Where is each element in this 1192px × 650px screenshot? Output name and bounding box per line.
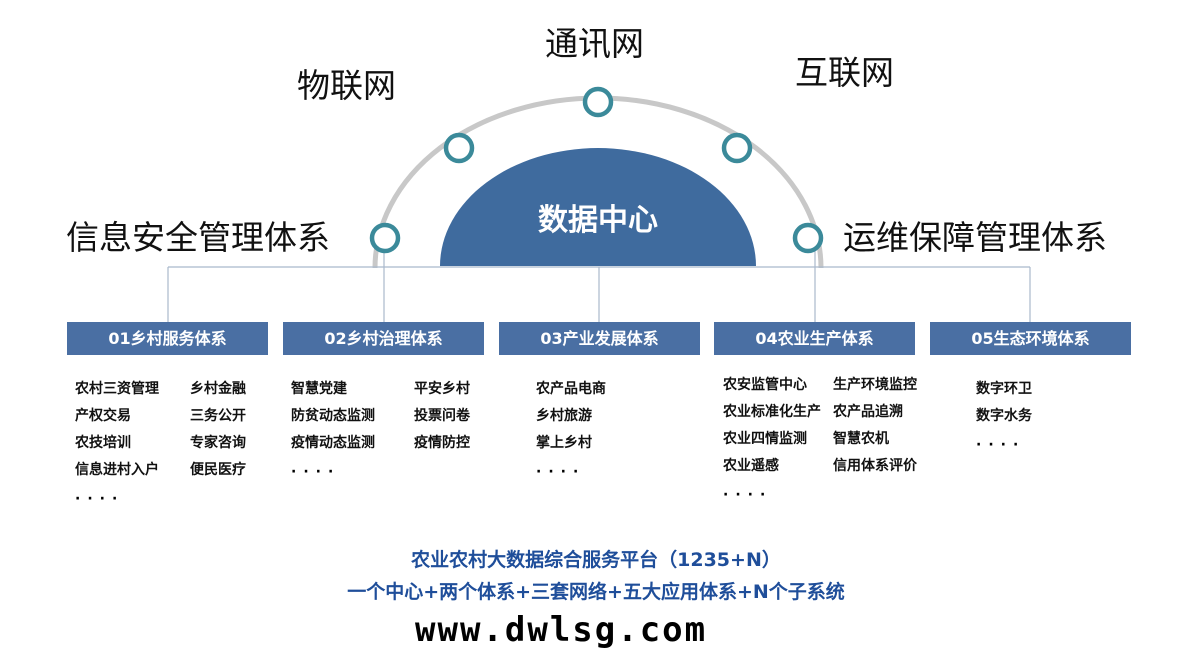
system-box-1: 01乡村服务体系 [67,322,268,355]
node-ring-icon [369,222,401,254]
system-box-2: 02乡村治理体系 [283,322,484,355]
system-item: 农村三资管理 [75,381,159,397]
system-item: 乡村旅游 [536,408,592,424]
system-item: 疫情防控 [414,435,470,451]
system-item: 数字水务 [976,408,1032,424]
system-item: 乡村金融 [190,381,246,397]
more-ellipsis: ···· [976,437,1026,453]
network-internet: 互联网 [795,53,894,92]
platform-title: 农业农村大数据综合服务平台（1235+N） [411,549,781,571]
platform-summary: 一个中心+两个体系+三套网络+五大应用体系+N个子系统 [347,581,845,603]
more-ellipsis: ···· [75,491,125,507]
system-item: 投票问卷 [414,408,470,424]
system-item: 疫情动态监测 [291,435,375,451]
system-item: 农业四情监测 [723,431,807,447]
more-ellipsis: ···· [723,487,773,503]
system-box-5: 05生态环境体系 [930,322,1131,355]
network-telecom: 通讯网 [545,24,644,63]
system-box-3: 03产业发展体系 [499,322,700,355]
node-ring-icon [443,132,475,164]
system-item: 农产品追溯 [833,404,903,420]
system-item: 防贫动态监测 [291,408,375,424]
data-center-dome [440,148,756,266]
more-ellipsis: ···· [536,464,586,480]
system-item: 产权交易 [75,408,131,424]
system-item: 农产品电商 [536,381,606,397]
node-ring-icon [582,86,614,118]
system-item: 农技培训 [75,435,131,451]
system-item: 专家咨询 [190,435,246,451]
connector-lines [167,250,1031,322]
system-item: 掌上乡村 [536,435,592,451]
more-ellipsis: ···· [291,464,341,480]
security-system-label: 信息安全管理体系 [66,218,330,257]
system-item: 数字环卫 [976,381,1032,397]
system-box-4: 04农业生产体系 [714,322,915,355]
network-iot: 物联网 [297,66,396,105]
watermark: www.dwlsg.com [415,610,708,650]
system-item: 农业遥感 [723,458,779,474]
system-item: 农业标准化生产 [723,404,821,420]
node-ring-icon [792,222,824,254]
system-item: 信息进村入户 [75,462,159,478]
node-ring-icon [721,132,753,164]
system-item: 平安乡村 [414,381,470,397]
system-item: 便民医疗 [190,462,246,478]
system-item: 智慧党建 [291,381,347,397]
data-center-label: 数据中心 [538,203,658,238]
ops-system-label: 运维保障管理体系 [843,218,1107,257]
system-item: 智慧农机 [833,431,889,447]
system-item: 生产环境监控 [833,377,917,393]
system-item: 信用体系评价 [833,458,917,474]
system-item: 农安监管中心 [723,377,807,393]
system-item: 三务公开 [190,408,246,424]
